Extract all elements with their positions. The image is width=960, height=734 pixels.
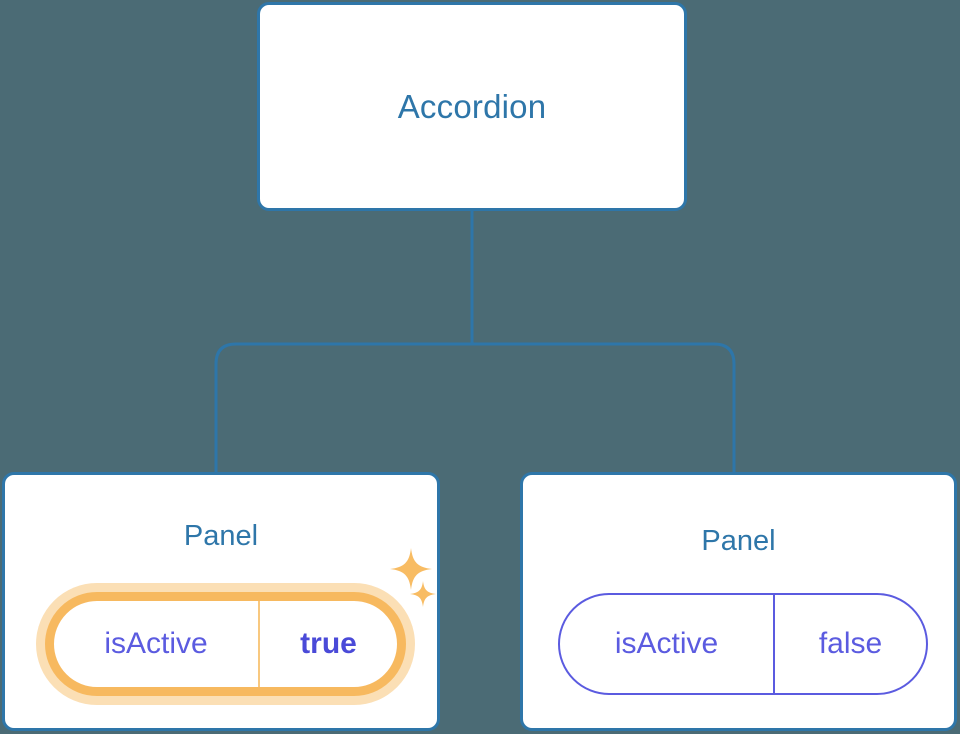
connector-right-branch-line: [472, 342, 736, 474]
node-title: Panel: [701, 525, 776, 557]
prop-value-label: true: [300, 627, 357, 660]
prop-key-label: isActive: [560, 595, 775, 693]
prop-value-label: false: [818, 627, 883, 660]
prop-key-label: isActive: [54, 601, 260, 687]
connector-left-branch-line: [214, 342, 472, 474]
tree-node-accordion[interactable]: Accordion: [257, 2, 687, 211]
tree-node-panel-inactive[interactable]: Panel isActive false: [520, 472, 957, 731]
node-title: Accordion: [397, 88, 547, 125]
node-title: Panel: [183, 520, 259, 552]
prop-pill-highlight-wrapper: isActive true: [36, 583, 415, 705]
prop-pill-isactive-false[interactable]: isActive false: [558, 593, 928, 695]
tree-node-panel-active[interactable]: Panel isActive true: [2, 472, 440, 731]
prop-pill-isactive-true[interactable]: isActive true: [45, 592, 406, 696]
